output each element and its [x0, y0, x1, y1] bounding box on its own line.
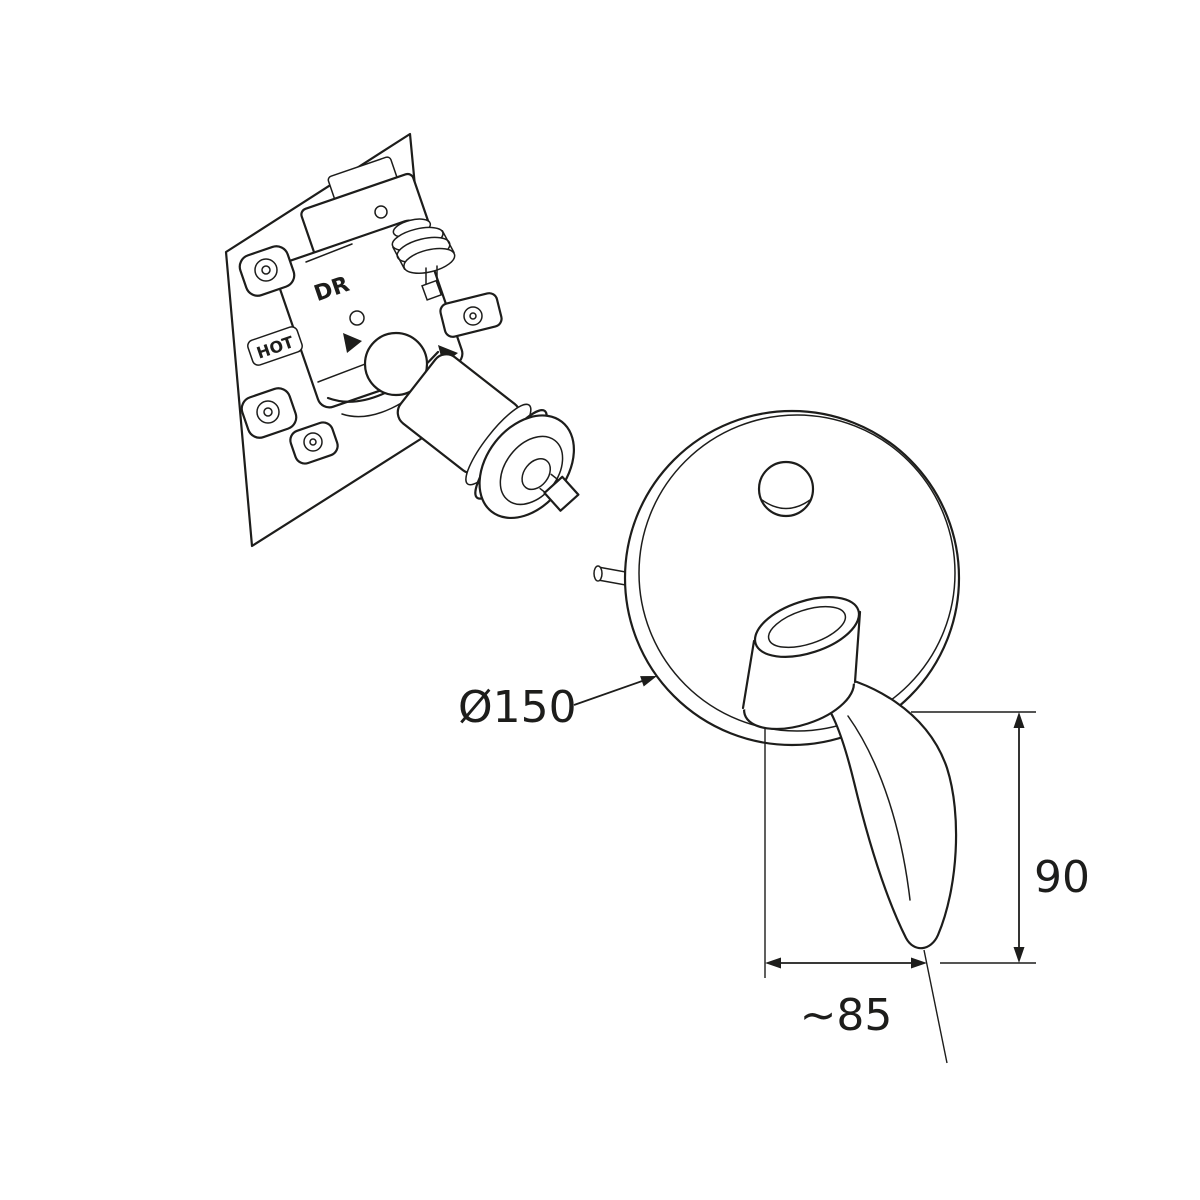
cartridge	[396, 353, 580, 520]
mounting-bracket-right	[439, 292, 503, 338]
dimension-annotations: Ø150 90 ~85	[458, 676, 1090, 1064]
mounting-ear-bottom	[289, 421, 339, 465]
handle-hub	[741, 596, 862, 731]
arrowhead	[765, 957, 781, 969]
diverter-port-hole	[363, 331, 429, 397]
lever-handle	[810, 670, 958, 950]
screw	[256, 400, 280, 424]
mounting-ear-bottom-left	[240, 387, 298, 439]
hot-port-tag: HOT	[247, 326, 303, 366]
functional-unit: HOT DR	[224, 132, 580, 548]
dimension-projection-85: ~85	[764, 727, 948, 1064]
diameter-label: Ø150	[458, 682, 577, 733]
screw	[463, 306, 483, 326]
dimension-height-90: 90	[911, 711, 1090, 964]
port-square-stub	[421, 265, 443, 301]
screw	[254, 258, 278, 282]
diverter-button	[757, 460, 815, 518]
arrowhead	[1013, 712, 1025, 728]
projection-label: ~85	[800, 990, 893, 1041]
escutcheon-plate	[623, 409, 961, 747]
top-port	[391, 218, 456, 274]
height-label: 90	[1034, 852, 1090, 903]
arrowhead	[911, 957, 927, 969]
escutcheon-rim	[638, 414, 956, 732]
arrowhead	[640, 676, 657, 687]
mounting-ear-top-left	[238, 245, 296, 297]
trim-set	[593, 409, 961, 950]
square-spindle	[543, 475, 580, 512]
screw	[303, 432, 323, 452]
dimension-diameter: Ø150	[458, 676, 657, 733]
arrowhead	[1013, 947, 1025, 963]
